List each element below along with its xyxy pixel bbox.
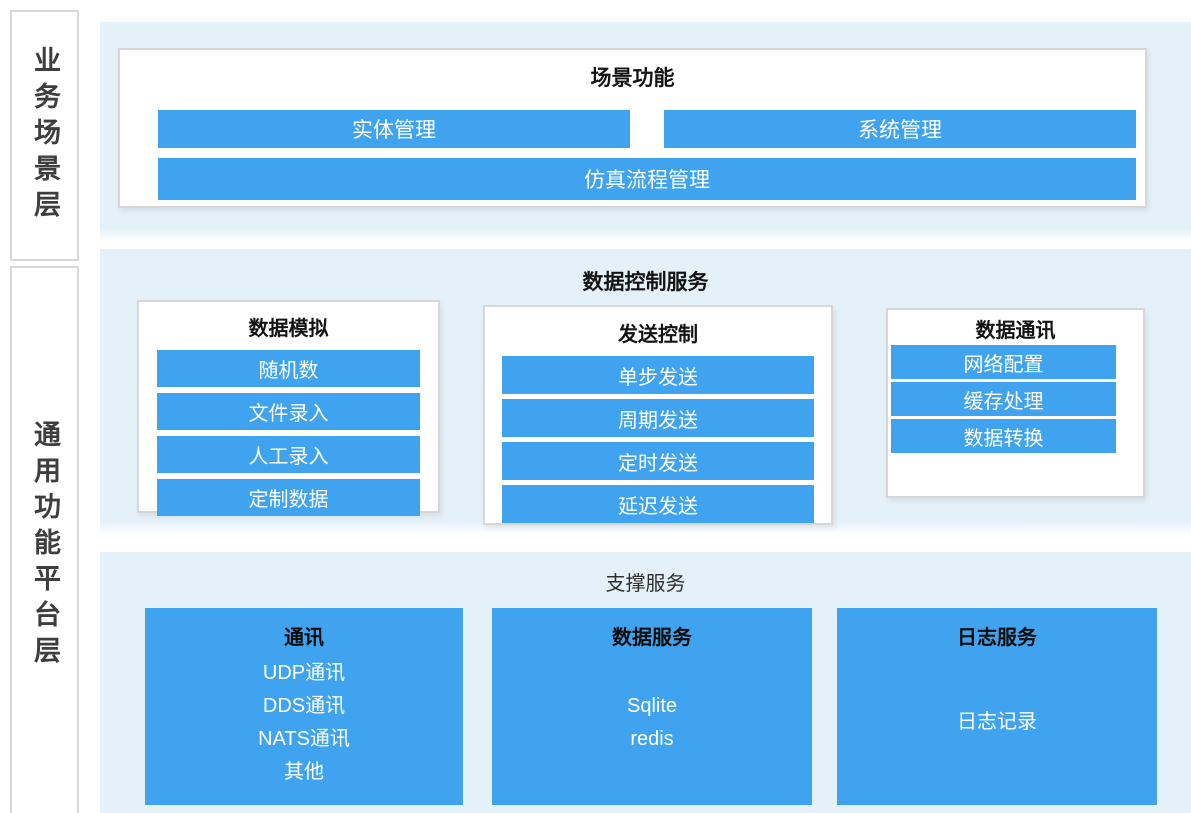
bar-data-conversion: 数据转换 — [891, 419, 1116, 453]
group-data-communication: 数据通讯 网络配置 缓存处理 数据转换 — [886, 308, 1145, 498]
bar-scheduled-send: 定时发送 — [502, 442, 814, 480]
layer-label-platform: 通用功能平台层 — [30, 420, 60, 672]
group-send-control: 发送控制 单步发送 周期发送 定时发送 延迟发送 — [483, 305, 833, 525]
item-other-communication: 其他 — [284, 760, 324, 783]
item-sqlite: Sqlite — [626, 694, 678, 717]
item-nats-communication: NATS通讯 — [258, 727, 350, 750]
group-items-data-communication: 网络配置 缓存处理 数据转换 — [888, 345, 1143, 453]
group-data-simulation: 数据模拟 随机数 文件录入 人工录入 定制数据 — [137, 300, 440, 516]
support-box-title-data-service: 数据服务 — [612, 627, 692, 649]
bar-file-input: 文件录入 — [157, 393, 420, 430]
bar-random-number: 随机数 — [157, 350, 420, 387]
support-box-communication: 通讯 UDP通讯 DDS通讯 NATS通讯 其他 — [145, 608, 463, 805]
group-items-data-simulation: 随机数 文件录入 人工录入 定制数据 — [139, 350, 438, 516]
item-dds-communication: DDS通讯 — [262, 694, 346, 717]
support-panel-title: 支撑服务 — [605, 573, 686, 595]
bar-periodic-send: 周期发送 — [502, 399, 814, 437]
group-title-data-communication: 数据通讯 — [975, 320, 1056, 342]
data-control-panel-title: 数据控制服务 — [582, 271, 709, 294]
data-control-panel: 数据控制服务 数据模拟 随机数 文件录入 人工录入 定制数据 发送控制 单步发送… — [100, 249, 1191, 533]
layer-box-business: 业务场景层 — [10, 10, 79, 261]
bar-single-step-send: 单步发送 — [502, 356, 814, 394]
bar-network-config: 网络配置 — [891, 345, 1116, 379]
layer-box-platform: 通用功能平台层 — [10, 266, 79, 813]
bar-entity-management: 实体管理 — [158, 110, 630, 148]
support-panel: 支撑服务 通讯 UDP通讯 DDS通讯 NATS通讯 其他 数据服务 Sqlit… — [100, 552, 1191, 813]
scene-panel-title: 场景功能 — [590, 67, 675, 90]
group-title-send-control: 发送控制 — [618, 324, 698, 346]
support-box-items-communication: UDP通讯 DDS通讯 NATS通讯 其他 — [145, 650, 463, 805]
item-udp-communication: UDP通讯 — [262, 661, 346, 684]
support-box-items-log-service: 日志记录 — [837, 650, 1157, 805]
bar-simulation-flow-management: 仿真流程管理 — [158, 158, 1136, 200]
support-box-log-service: 日志服务 日志记录 — [837, 608, 1157, 805]
support-box-title-log-service: 日志服务 — [957, 627, 1037, 649]
layer-label-business: 业务场景层 — [30, 45, 60, 226]
bar-cache-processing: 缓存处理 — [891, 382, 1116, 416]
bar-system-management: 系统管理 — [664, 110, 1136, 148]
support-box-title-communication: 通讯 — [284, 627, 324, 649]
bar-delayed-send: 延迟发送 — [502, 485, 814, 523]
group-title-data-simulation: 数据模拟 — [248, 318, 329, 340]
item-redis: redis — [630, 727, 674, 750]
bar-manual-input: 人工录入 — [157, 436, 420, 473]
item-log-recording: 日志记录 — [957, 711, 1037, 733]
support-box-items-data-service: Sqlite redis — [492, 650, 812, 805]
support-box-data-service: 数据服务 Sqlite redis — [492, 608, 812, 805]
group-items-send-control: 单步发送 周期发送 定时发送 延迟发送 — [485, 356, 831, 523]
bar-custom-data: 定制数据 — [157, 479, 420, 516]
scene-function-box: 场景功能 实体管理 系统管理 仿真流程管理 — [118, 48, 1147, 208]
scene-panel: 场景功能 实体管理 系统管理 仿真流程管理 — [100, 22, 1191, 240]
